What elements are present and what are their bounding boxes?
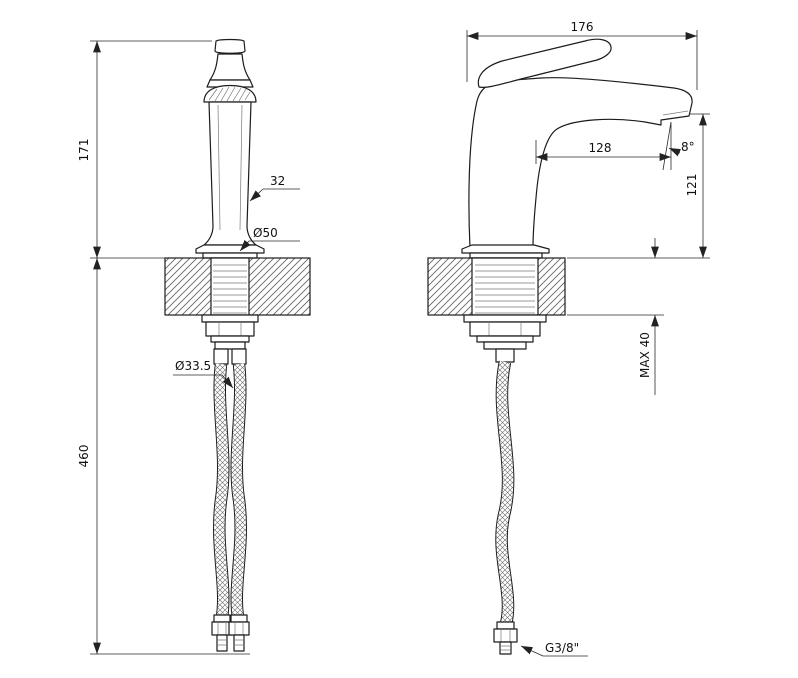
faucet-dome-collar — [203, 84, 257, 103]
faucet-lever-side — [477, 38, 612, 88]
dimensions-side: 176 128 8° 121 MAX 40 G3/8" — [466, 20, 710, 657]
dim-label-128: 128 — [589, 141, 612, 155]
supply-hose-side — [495, 360, 515, 626]
dim-label-32: 32 — [270, 174, 285, 188]
faucet-body-side — [461, 77, 693, 259]
mounting-hardware-side — [463, 314, 547, 363]
supply-hose-left — [213, 363, 230, 618]
dim-label-176: 176 — [571, 20, 594, 34]
front-view — [164, 38, 311, 652]
hose-fitting-side — [493, 621, 518, 655]
countertop-section-side — [427, 257, 566, 316]
dim-label-max40: MAX 40 — [638, 332, 652, 378]
hose-fitting-right — [228, 614, 250, 652]
supply-hose-right — [230, 363, 247, 618]
hose-fitting-left — [211, 614, 233, 652]
dim-label-121: 121 — [685, 174, 699, 197]
dim-label-thread: G3/8" — [545, 641, 579, 655]
mounting-hardware-front — [201, 314, 259, 365]
dimensions-front: 171 460 32 Ø50 Ø33.5 — [77, 40, 300, 655]
dim-label-8deg: 8° — [681, 140, 695, 154]
dim-label-460: 460 — [77, 445, 91, 468]
side-view — [427, 38, 693, 655]
countertop-section-front — [164, 257, 311, 316]
dim-label-171: 171 — [77, 139, 91, 162]
dim-label-d50: Ø50 — [253, 226, 278, 240]
spray-angle-lines — [662, 121, 672, 171]
faucet-handle-front — [206, 38, 254, 88]
dim-label-d33-5: Ø33.5 — [175, 359, 211, 373]
